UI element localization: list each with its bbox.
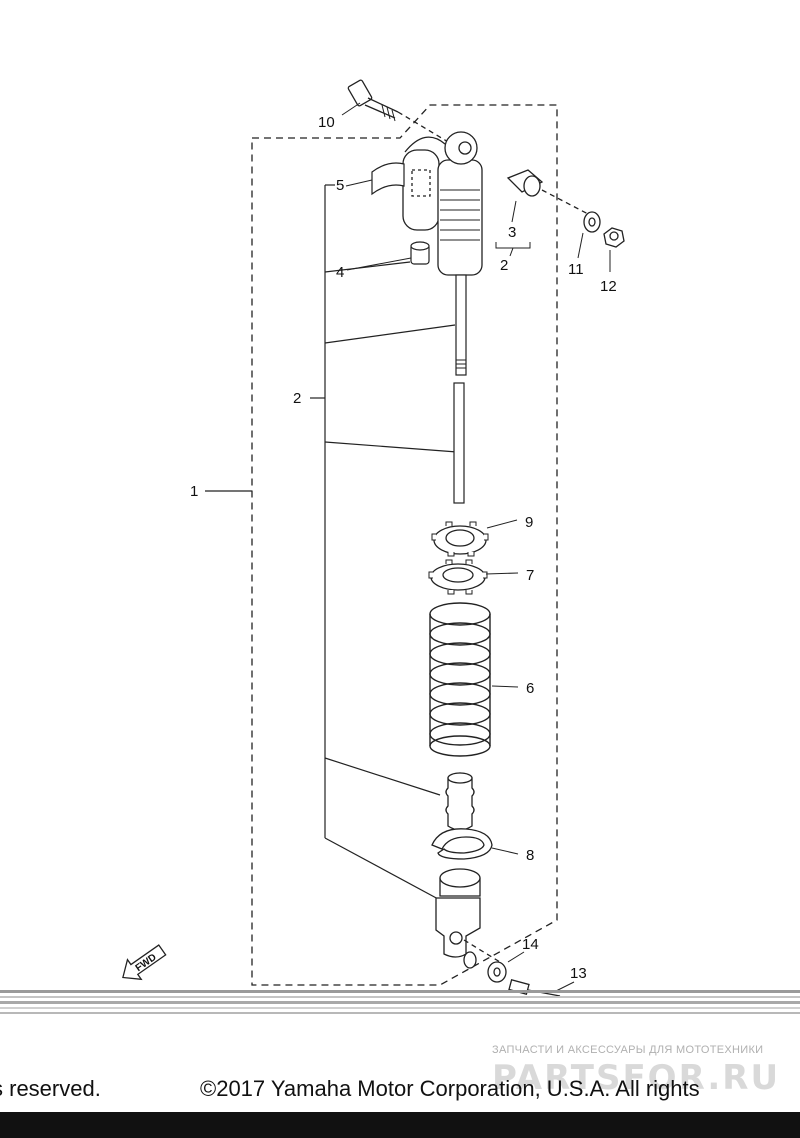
scan-noise-band [0, 990, 800, 1014]
callout-1: 1 [190, 483, 198, 500]
watermark-subtitle: ЗАПЧАСТИ И АКСЕССУАРЫ ДЛЯ МОТОТЕХНИКИ [492, 1044, 764, 1056]
callout-2: 2 [293, 390, 301, 407]
callout-13: 13 [570, 965, 587, 982]
rod-part [453, 382, 465, 504]
nut-part [603, 227, 625, 248]
fwd-arrow-icon: FWD [122, 944, 167, 981]
lower-bolt-part [508, 979, 561, 997]
callout-3: 3 [508, 224, 516, 241]
washer-part [583, 211, 601, 233]
bottom-strip [0, 1112, 800, 1138]
callout-6: 6 [526, 680, 534, 697]
callout-9: 9 [525, 514, 533, 531]
callout-bracket-2 [310, 184, 458, 901]
callout-2b: 2 [500, 257, 508, 274]
lock-nut-part [428, 559, 488, 595]
label-sticker-part [371, 162, 405, 196]
shaft-part [455, 274, 467, 376]
copyright-footer: s reserved. ©2017 Yamaha Motor Corporati… [0, 1072, 800, 1112]
bump-stop-part [445, 772, 475, 831]
lower-clevis-part [435, 868, 501, 963]
watermark-brand: PARTSFOR.RU [492, 1058, 781, 1098]
callout-14: 14 [522, 936, 539, 953]
collar-part [506, 169, 591, 216]
shock-body-part [437, 131, 483, 276]
callout-10: 10 [318, 114, 335, 131]
callout-5: 5 [336, 177, 344, 194]
spring-part [429, 602, 491, 757]
clip-part [431, 828, 493, 860]
ring-nut-part [431, 521, 489, 557]
callout-12: 12 [600, 278, 617, 295]
callout-8: 8 [526, 847, 534, 864]
cap-part [410, 241, 430, 265]
footer-left-text: s reserved. [0, 1076, 101, 1101]
collar-part-14 [463, 951, 507, 983]
bolt-part [347, 79, 471, 156]
footer-right-text: ©2017 Yamaha Motor Corporation, U.S.A. A… [200, 1076, 700, 1101]
callout-11: 11 [568, 261, 584, 278]
callout-7: 7 [526, 567, 534, 584]
callout-4: 4 [336, 264, 344, 281]
